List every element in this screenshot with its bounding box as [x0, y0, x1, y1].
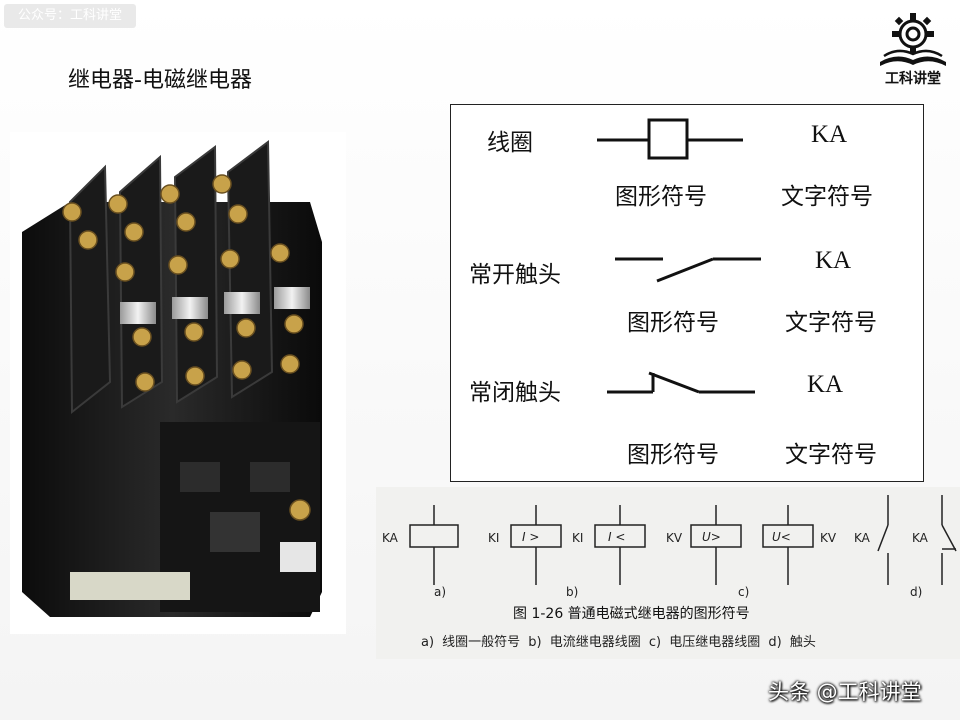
- no-contact-graphic-label: 图形符号: [627, 310, 719, 336]
- coil-text-label: 文字符号: [781, 184, 873, 210]
- fig-sublabel-a: a): [434, 585, 447, 599]
- fig-contact-nc: [941, 495, 957, 585]
- symbol-table: 线圈 KA 图形符号 文字符号 常开触头 KA 图形符号 文字符号 常闭触头 K…: [450, 104, 924, 482]
- fig-sublabel-c: c): [738, 585, 750, 599]
- fig-sym-1-left: KI: [488, 531, 500, 545]
- coil-graphic-label: 图形符号: [615, 184, 707, 210]
- fig-coil-2: [594, 505, 646, 585]
- normally-open-symbol: [615, 257, 761, 283]
- fig-sublabel-d: d): [910, 585, 923, 599]
- fig-sym-2-inner: I <: [608, 530, 626, 544]
- credit-watermark: 头条 @工科讲堂: [768, 680, 922, 704]
- fig-sym-0-left: KA: [382, 531, 398, 545]
- relay-photo: [10, 132, 346, 634]
- book-figure: KA KI I > KI I < KV U> U< KV KA KA: [376, 487, 960, 659]
- fig-contact-0-label: KA: [854, 531, 870, 545]
- nc-contact-label: 常闭触头: [469, 380, 561, 406]
- slide-title: 继电器-电磁继电器: [68, 68, 252, 93]
- fig-sym-4-right: KV: [820, 531, 837, 545]
- fig-sym-1-inner: I >: [522, 530, 540, 544]
- no-contact-text-symbol: KA: [815, 247, 852, 274]
- watermark: 公众号：工科讲堂: [4, 4, 136, 28]
- fig-coil-3: [690, 505, 742, 585]
- logo-text: 工科讲堂: [885, 71, 941, 87]
- fig-legend: a) 线圈一般符号 b) 电流继电器线圈 c) 电压继电器线圈 d) 触头: [421, 635, 816, 650]
- fig-sym-4-inner: U<: [772, 530, 791, 544]
- fig-coil-0: [409, 505, 459, 585]
- nc-contact-graphic-label: 图形符号: [627, 442, 719, 468]
- fig-contact-1-label: KA: [912, 531, 928, 545]
- fig-coil-4: [762, 505, 814, 585]
- nc-contact-text-label: 文字符号: [785, 442, 877, 468]
- fig-sublabel-b: b): [566, 585, 579, 599]
- fig-coil-1: [510, 505, 562, 585]
- fig-contact-no: [877, 495, 889, 585]
- fig-sym-2-left: KI: [572, 531, 584, 545]
- fig-sym-3-inner: U>: [702, 530, 721, 544]
- coil-label: 线圈: [487, 130, 533, 156]
- fig-sym-3-left: KV: [666, 531, 683, 545]
- fig-caption: 图 1-26 普通电磁式继电器的图形符号: [513, 606, 750, 622]
- no-contact-text-label: 文字符号: [785, 310, 877, 336]
- coil-text-symbol: KA: [811, 121, 848, 148]
- nc-contact-text-symbol: KA: [807, 371, 844, 398]
- gear-book-icon: [880, 13, 946, 66]
- coil-symbol: [597, 118, 743, 160]
- normally-closed-symbol: [607, 371, 755, 394]
- no-contact-label: 常开触头: [469, 262, 561, 288]
